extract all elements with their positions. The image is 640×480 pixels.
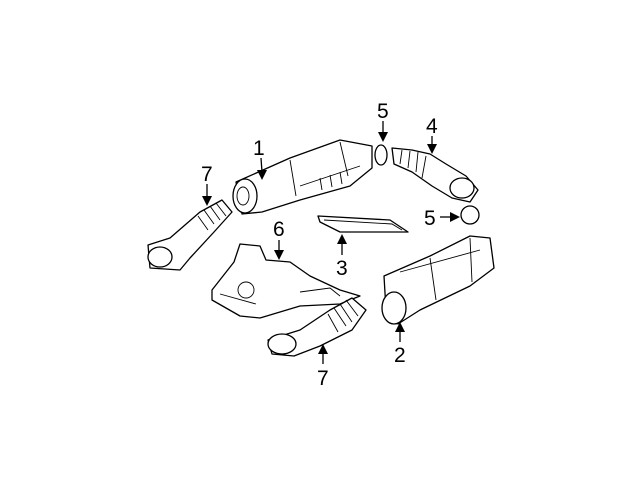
cap-lower[interactable] bbox=[460, 205, 480, 225]
callout-1: 1 bbox=[253, 137, 267, 180]
svg-text:2: 2 bbox=[394, 344, 406, 367]
callout-4: 4 bbox=[426, 115, 438, 154]
engine-cover[interactable] bbox=[211, 243, 361, 319]
callout-5-lower: 5 bbox=[424, 207, 460, 230]
intake-duct-lower[interactable] bbox=[267, 297, 367, 357]
svg-text:6: 6 bbox=[273, 218, 285, 241]
svg-text:5: 5 bbox=[424, 207, 436, 230]
callout-6: 6 bbox=[273, 218, 285, 260]
callout-5-upper: 5 bbox=[377, 100, 389, 142]
intake-duct-upper[interactable] bbox=[147, 199, 233, 271]
callout-7-lower: 7 bbox=[317, 344, 329, 390]
seal-ring-upper[interactable] bbox=[374, 144, 388, 166]
callout-7-upper: 7 bbox=[201, 163, 213, 206]
air-cleaner-housing-right[interactable] bbox=[381, 235, 495, 325]
svg-text:3: 3 bbox=[336, 257, 348, 280]
svg-text:1: 1 bbox=[253, 137, 265, 160]
svg-text:7: 7 bbox=[201, 163, 213, 186]
callout-3: 3 bbox=[336, 234, 348, 280]
air-filter-element[interactable] bbox=[317, 215, 409, 233]
callout-2: 2 bbox=[394, 322, 406, 367]
svg-text:5: 5 bbox=[377, 100, 389, 123]
air-cleaner-housing-left[interactable] bbox=[232, 139, 373, 215]
intake-hose[interactable] bbox=[391, 147, 479, 203]
svg-text:4: 4 bbox=[426, 115, 438, 138]
svg-text:7: 7 bbox=[317, 367, 329, 390]
